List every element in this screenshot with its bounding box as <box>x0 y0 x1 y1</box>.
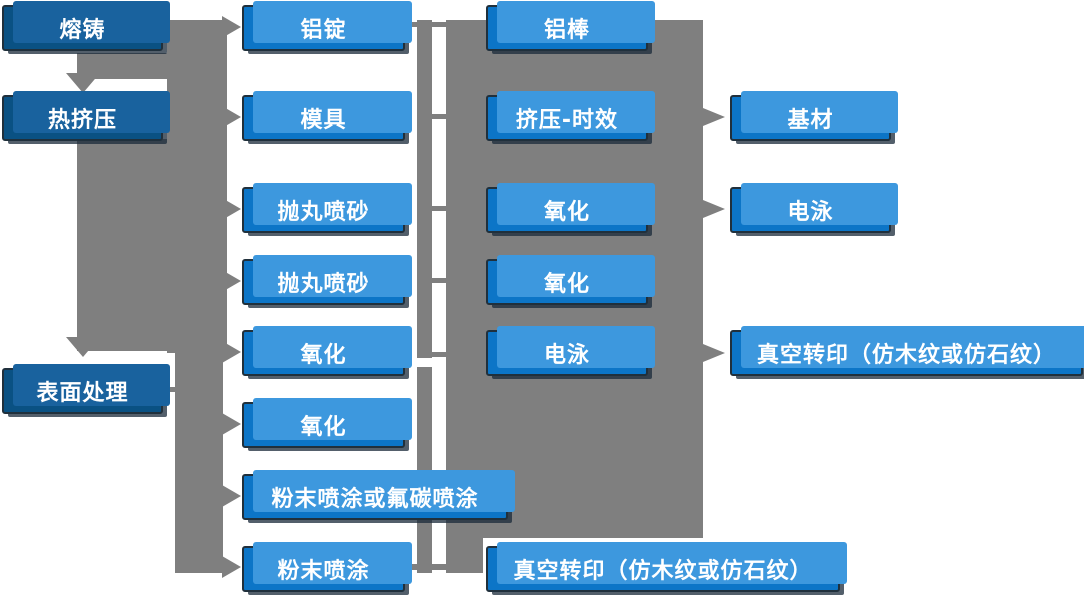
connector-center-block-foot <box>446 538 483 573</box>
node-mold: 模具 <box>242 91 412 141</box>
arrow-right-icon-to-mold <box>222 106 241 128</box>
node-electrophoresis-1: 电泳 <box>486 326 655 376</box>
arrow-right-icon-to-oxidation-2 <box>222 413 241 435</box>
arrow-right-icon-to-shot-blast-1 <box>222 198 241 220</box>
node-powder-or-fluorocarbon-coating: 粉末喷涂或氟碳喷涂 <box>242 470 515 520</box>
connector-stub-electrophoresis-row <box>430 352 448 357</box>
node-oxidation-4: 氧化 <box>486 255 655 305</box>
connector-middle-bar-upper <box>417 20 432 358</box>
arrow-down-icon-to-surface-treatment <box>66 337 100 357</box>
arrow-right-icon-to-vacuum-transfer <box>703 344 725 362</box>
connector-surface-treatment-bar <box>175 351 223 573</box>
node-hot-extrusion: 热挤压 <box>2 91 170 141</box>
node-oxidation-1: 氧化 <box>242 326 412 376</box>
connector-stub-oxidation-row-1 <box>430 206 448 211</box>
node-shot-blast-sandblast-2: 抛丸喷砂 <box>242 255 412 305</box>
connector-surface-treatment-stub <box>163 387 177 392</box>
arrow-down-icon-to-hot-extrusion <box>66 73 100 93</box>
arrow-right-icon-to-substrate <box>703 108 725 126</box>
node-extrusion-aging: 挤压-时效 <box>486 91 655 141</box>
connector-extrusion-to-surface-shaft <box>77 139 171 351</box>
node-oxidation-2: 氧化 <box>242 398 412 448</box>
node-surface-treatment: 表面处理 <box>2 364 170 414</box>
node-vacuum-transfer-print-2: 真空转印（仿木纹或仿石纹） <box>730 326 1084 376</box>
node-shot-blast-sandblast-1: 抛丸喷砂 <box>242 183 412 233</box>
node-substrate: 基材 <box>730 91 898 141</box>
connector-left-band-vertical <box>167 20 227 353</box>
arrow-right-icon-to-oxidation-1 <box>222 341 241 363</box>
arrow-right-icon-to-powder-coating <box>222 556 241 578</box>
arrow-right-icon-to-electrophoresis <box>703 200 725 218</box>
arrow-right-icon-to-aluminum-ingot <box>222 16 241 38</box>
node-aluminum-ingot: 铝锭 <box>242 1 412 51</box>
node-melting-casting: 熔铸 <box>2 1 170 51</box>
node-electrophoresis-2: 电泳 <box>730 183 898 233</box>
connector-stub-powder-row-right <box>430 564 448 570</box>
connector-stub-mold-row <box>430 114 448 119</box>
connector-stub-oxidation-row-2 <box>430 278 448 283</box>
arrow-right-icon-to-shot-blast-2 <box>222 270 241 292</box>
arrow-right-icon-to-powder-fluorocarbon <box>222 485 241 507</box>
node-vacuum-transfer-print-1: 真空转印（仿木纹或仿石纹） <box>486 542 847 592</box>
node-aluminum-bar: 铝棒 <box>486 1 655 51</box>
connector-stub-ingot-row <box>407 22 450 27</box>
node-oxidation-3: 氧化 <box>486 183 655 233</box>
node-powder-coating: 粉末喷涂 <box>242 542 412 592</box>
